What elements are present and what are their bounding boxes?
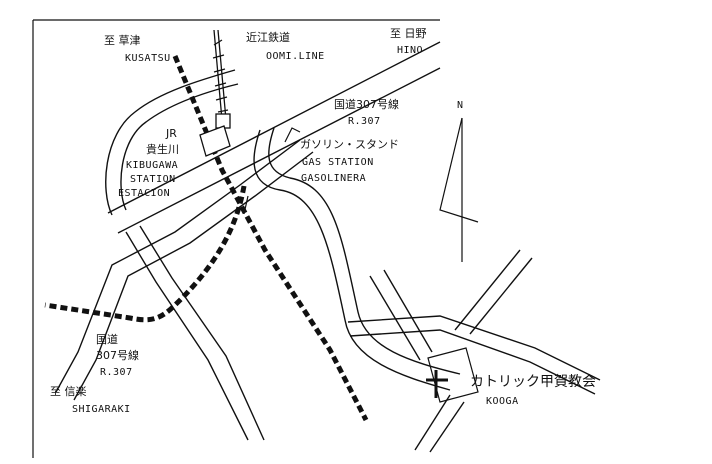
ohmi-railway-line bbox=[212, 29, 229, 121]
shigaraki-road bbox=[125, 225, 265, 441]
north-label: N bbox=[457, 100, 464, 111]
kusatsu-en-label: KUSATSU bbox=[125, 53, 171, 64]
station-building-icon bbox=[199, 113, 231, 157]
shigaraki-jp-label: 至 信楽 bbox=[50, 385, 87, 398]
church-roads bbox=[347, 249, 601, 453]
hino-jp-label: 至 日野 bbox=[390, 27, 427, 40]
gas-station-jp-label: ガソリン・スタンド bbox=[300, 138, 399, 151]
station-jp-label: 貴生川 bbox=[146, 143, 179, 156]
gas-station-es-label: GASOLINERA bbox=[301, 173, 367, 184]
church-en-label: KOOGA bbox=[486, 396, 519, 407]
shigaraki-railway-line bbox=[44, 185, 247, 323]
station-en2-label: STATION bbox=[130, 174, 176, 185]
shigaraki-en-label: SHIGARAKI bbox=[72, 404, 131, 415]
kusatsu-jp-label: 至 草津 bbox=[104, 34, 141, 47]
route-307-bottom-en-label: R.307 bbox=[100, 367, 133, 378]
gas-station-en-label: GAS STATION bbox=[302, 157, 374, 168]
hino-en-label: HINO bbox=[397, 45, 424, 56]
station-jr-label: JR bbox=[166, 127, 177, 140]
station-en-label: KIBUGAWA bbox=[126, 160, 179, 171]
route-307-south bbox=[55, 139, 314, 401]
station-es-label: ESTACION bbox=[118, 188, 171, 199]
map-frame bbox=[32, 19, 440, 458]
station-loop-road bbox=[105, 69, 239, 216]
ohmi-en-label: OOMI.LINE bbox=[266, 51, 325, 62]
church-jp-label: カトリック甲賀教会 bbox=[470, 374, 596, 390]
route-307-bottom-jp2-label: 307号線 bbox=[96, 349, 139, 362]
gas-station-spur bbox=[243, 127, 301, 215]
route-307-top-en-label: R.307 bbox=[348, 116, 381, 127]
ohmi-jp-label: 近江鉄道 bbox=[246, 31, 290, 44]
north-arrow-icon bbox=[439, 117, 479, 262]
route-307-main bbox=[107, 41, 441, 234]
cross-icon bbox=[426, 370, 448, 398]
route-307-bottom-jp-label: 国道 bbox=[96, 333, 118, 346]
route-307-top-jp-label: 国道307号線 bbox=[334, 98, 399, 111]
gas-station-road bbox=[253, 127, 461, 391]
